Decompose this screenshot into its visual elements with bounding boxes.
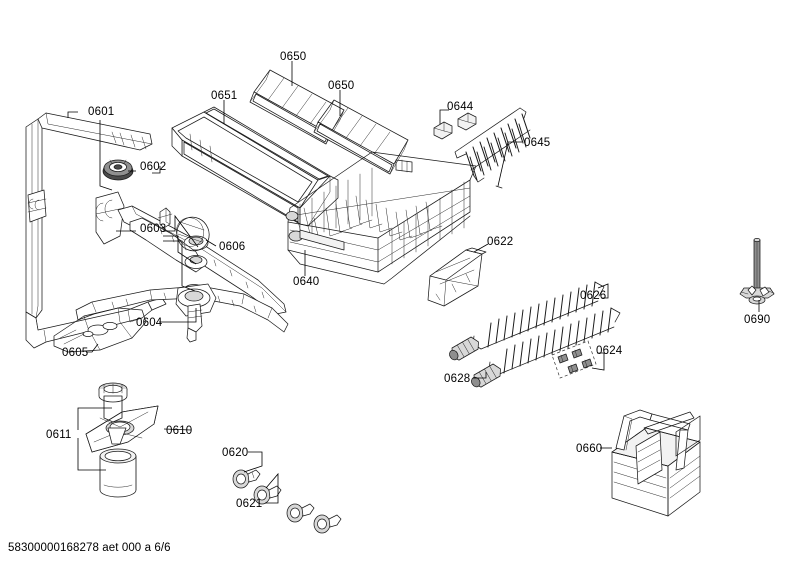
callout-0605: 0605 [62, 347, 88, 359]
callout-0601: 0601 [88, 106, 114, 118]
part-0602-seal-gasket [102, 159, 134, 181]
callout-0606: 0606 [219, 241, 245, 253]
part-0603-upper-spray-arm [95, 191, 287, 315]
part-0650-folding-rack-insert-1 [249, 69, 345, 145]
callout-0604: 0604 [136, 317, 163, 329]
callout-0622: 0622 [487, 236, 513, 248]
part-0601-water-feed-pipe [25, 112, 167, 349]
part-0640-upper-wire-basket [285, 151, 477, 285]
footer-document-code: 58300000168278 aet 000 a 6/6 [8, 542, 171, 554]
part-0651-glass-rack-tray [171, 106, 339, 227]
part-0621-basket-roller-set [253, 485, 342, 534]
part-0645-cup-shelf-tines [454, 107, 531, 189]
part-0604-lower-spray-arm [75, 283, 289, 343]
callout-0621: 0621 [236, 498, 262, 510]
callout-0645: 0645 [524, 137, 550, 149]
part-0611-micro-filter-assembly [98, 382, 137, 498]
callout-0660: 0660 [576, 443, 602, 455]
part-0644-rack-clips [433, 112, 477, 140]
callout-0644: 0644 [447, 101, 474, 113]
leader-lines [67, 61, 760, 504]
callout-0610: 0610 [166, 425, 192, 437]
part-0620-basket-roller-large [232, 469, 261, 489]
callout-0628: 0628 [444, 373, 470, 385]
part-0690-spray-tube [739, 238, 775, 305]
callout-0611: 0611 [46, 429, 72, 441]
callout-0626: 0626 [580, 290, 606, 302]
callout-0690: 0690 [744, 314, 770, 326]
callout-labels: 0601 0602 0603 0604 0605 0606 0610 0611 … [46, 51, 770, 510]
callout-0603: 0603 [140, 223, 166, 235]
part-0622-small-items-tray [427, 247, 487, 307]
part-0624-fastener-set [551, 340, 597, 379]
callout-0650-2: 0650 [328, 80, 354, 92]
part-0660-cutlery-basket [611, 409, 701, 517]
part-0626-folding-tine-row-2 [488, 307, 621, 376]
part-0650-folding-rack-insert-2 [313, 99, 409, 175]
callout-0602: 0602 [140, 161, 166, 173]
callout-0620: 0620 [222, 447, 248, 459]
callout-0651: 0651 [211, 90, 237, 102]
callout-0640: 0640 [293, 276, 319, 288]
callout-0650-1: 0650 [280, 51, 306, 63]
callout-0624: 0624 [596, 345, 623, 357]
part-0605-spray-arm-cover [53, 307, 147, 353]
